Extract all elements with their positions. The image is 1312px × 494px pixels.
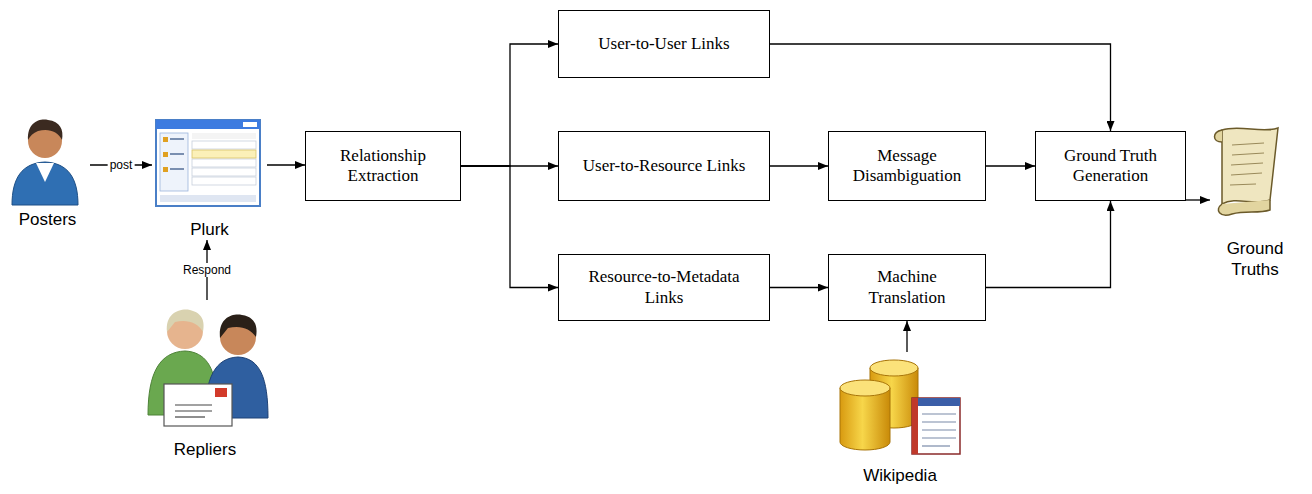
- poster-figure: [12, 120, 78, 205]
- process-box: Ground Truth Generation: [1035, 131, 1186, 201]
- actor-figure: Posters: [5, 115, 90, 230]
- process-box: Message Disambiguation: [828, 131, 986, 201]
- flow-arrow: [770, 287, 828, 288]
- process-box: User-to-User Links: [558, 10, 770, 78]
- node-label: Posters: [19, 210, 77, 230]
- plurk-window: [156, 120, 260, 206]
- flow-arrow: [906, 321, 907, 352]
- process-box: User-to-Resource Links: [558, 131, 770, 201]
- node-label: User-to-User Links: [598, 34, 729, 54]
- process-box: Resource-to-Metadata Links: [558, 254, 770, 321]
- scroll-icon: [1215, 128, 1279, 215]
- node-label: Ground Truth Generation: [1054, 146, 1167, 187]
- node-label: Relationship Extraction: [324, 146, 442, 187]
- node-label: Message Disambiguation: [847, 146, 967, 187]
- flow-arrow: [267, 164, 305, 165]
- flow-arrow: [986, 165, 1035, 166]
- process-box: Relationship Extraction: [305, 131, 461, 201]
- flow-arrow: [986, 201, 1111, 288]
- database-node: Wikipedia: [830, 352, 970, 486]
- edge-label: Respond: [181, 263, 233, 277]
- database-icon: [840, 360, 960, 454]
- flow-arrow: [461, 166, 558, 288]
- node-label: User-to-Resource Links: [583, 156, 746, 176]
- document-node: Ground Truths: [1210, 120, 1300, 280]
- website-icon: Plurk: [152, 115, 267, 240]
- flow-arrow: [1186, 199, 1210, 200]
- node-label: Plurk: [190, 220, 229, 240]
- node-label: Ground Truths: [1210, 239, 1300, 280]
- node-label: Machine Translation: [847, 267, 967, 308]
- node-label: Wikipedia: [863, 466, 937, 486]
- edge-label: post: [108, 158, 135, 172]
- node-label: Resource-to-Metadata Links: [577, 267, 751, 308]
- flow-arrow: [461, 44, 558, 166]
- node-label: Repliers: [174, 440, 236, 460]
- actor-figure: Repliers: [135, 300, 275, 460]
- flow-arrow: [770, 165, 828, 166]
- process-box: Machine Translation: [828, 254, 986, 321]
- flow-arrow: [770, 44, 1111, 131]
- repliers-figure: [148, 310, 268, 426]
